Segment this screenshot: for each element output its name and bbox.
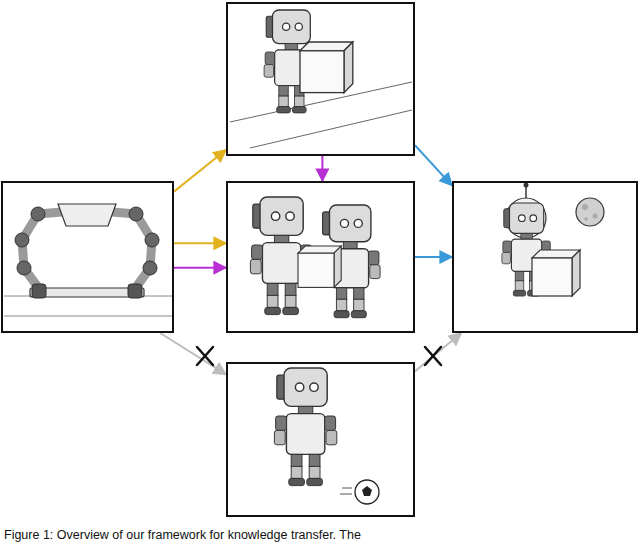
- cooperating-robots: [250, 197, 380, 318]
- drawing-part: [143, 261, 157, 275]
- transfer-arrow: [415, 333, 461, 371]
- drawing-part: [128, 284, 142, 298]
- figure-caption: Figure 1: Overview of our framework for …: [4, 527, 361, 543]
- drawing-part: [582, 204, 588, 210]
- drawing-part: [355, 480, 379, 504]
- drawing-part: [525, 186, 527, 198]
- transfer-arrow: [174, 150, 226, 192]
- drawing-part: [300, 42, 353, 93]
- cross-mark: [197, 347, 213, 365]
- panel-box: [226, 2, 415, 156]
- panel-box: [226, 181, 415, 333]
- drawing-part: [524, 183, 529, 188]
- panel-box: [226, 362, 415, 517]
- space-robot: [502, 183, 604, 297]
- drawing-part: [425, 347, 441, 365]
- drawing-part: [593, 214, 598, 219]
- transfer-arrow: [321, 156, 323, 181]
- drawing-part: [250, 110, 412, 148]
- soccer-robot: [274, 368, 379, 504]
- drawing-part: [30, 288, 144, 297]
- transfer-arrow: [174, 242, 226, 244]
- transfer-arrow: [415, 145, 452, 185]
- cross-mark: [425, 347, 441, 365]
- drawing-part: [4, 316, 172, 317]
- drawing-part: [197, 347, 213, 365]
- transfer-arrow: [160, 333, 226, 374]
- drawing-part: [274, 368, 336, 486]
- drawing-part: [425, 347, 441, 365]
- drawing-part: [15, 233, 29, 247]
- drawing-part: [17, 261, 31, 275]
- drawing-part: [145, 233, 159, 247]
- panel-box: [1, 181, 174, 333]
- drawing-part: [58, 204, 116, 226]
- drawing-part: [340, 494, 352, 495]
- drawing-part: [362, 486, 372, 496]
- drawing-part: [532, 250, 580, 296]
- drawing-part: [22, 212, 62, 290]
- drawing-part: [298, 246, 341, 287]
- drawing-part: [584, 217, 588, 221]
- panel-box: [452, 181, 638, 333]
- arm-robot: [4, 204, 172, 316]
- drawing-part: [576, 198, 604, 226]
- transfer-arrow: [174, 267, 226, 269]
- drawing-part: [32, 284, 46, 298]
- drawing-part: [197, 347, 213, 365]
- drawing-part: [129, 207, 143, 221]
- drawing-part: [31, 207, 45, 221]
- drawing-part: [342, 488, 352, 489]
- transfer-arrow: [415, 256, 452, 258]
- carrying-robot: [230, 10, 412, 148]
- drawing-part: [112, 212, 152, 290]
